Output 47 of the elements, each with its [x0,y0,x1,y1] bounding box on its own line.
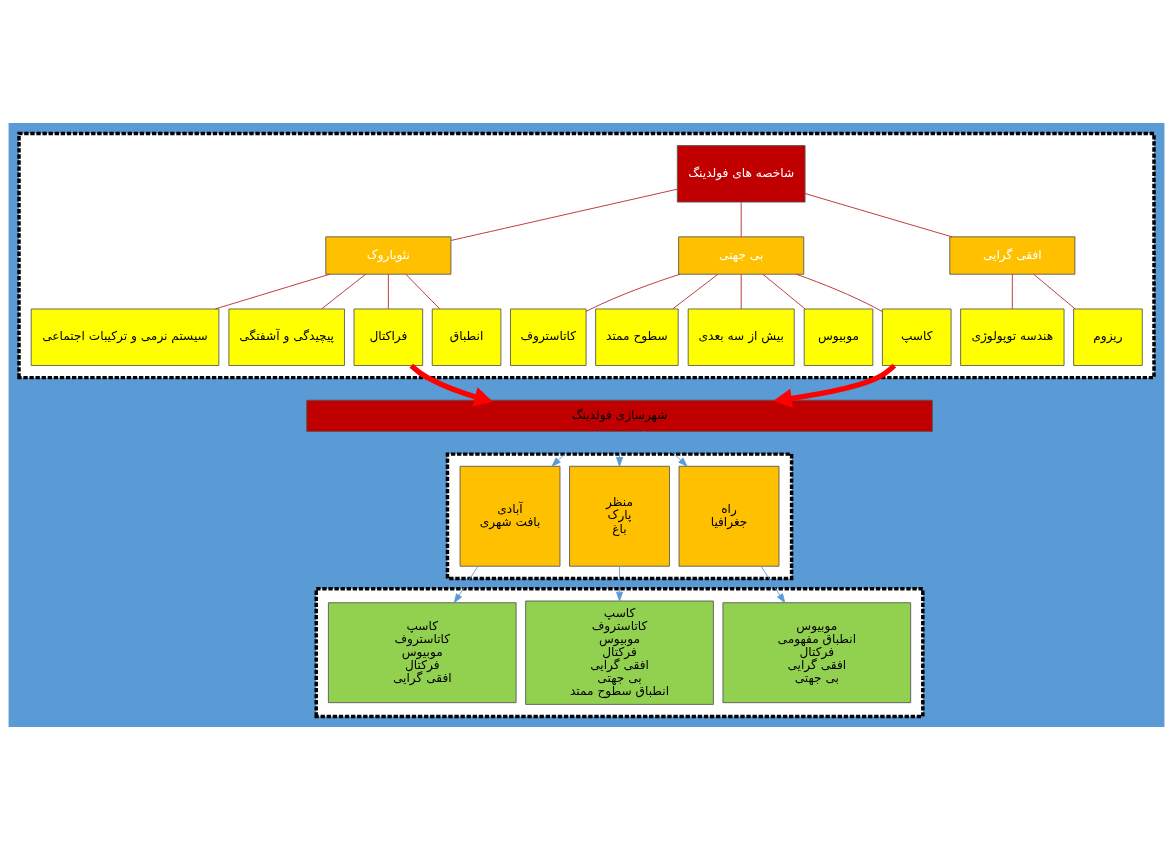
node-box: راه جغرافیا [678,465,780,567]
connector [1011,274,1013,310]
node-box: سیستم نرمی و ترکیبات اجتماعی [30,308,220,366]
connector [321,273,366,310]
node-box: بی جهتی [678,236,805,275]
connector [762,273,806,310]
node-box: آبادی بافت شهری [459,465,561,567]
connector [804,193,953,238]
node-box: کاسپ کاتاستروف موبیوس فرکتال افقی گرایی [327,602,517,704]
connector [740,274,742,310]
connector [672,273,719,310]
cluster [17,131,1156,380]
arrow [773,363,897,409]
cluster [445,452,794,581]
node-box: فراکتال [353,308,424,366]
node-box: موبیوس انطباق مفهومی فرکتال افقی گرایی بی جهتی [722,602,912,704]
node-box: انطباق [431,308,502,366]
connector [740,201,742,238]
node-box: شهرسازی فولدینگ [306,399,933,432]
node-box: بیش از سه بعدی [687,308,795,366]
node-box: شاخصه های فولدینگ [676,145,806,203]
connector [585,273,681,312]
node-box: کاسپ [882,308,952,366]
connector [387,274,389,310]
arrow [616,431,623,467]
node-box: منظر پارک باغ [569,465,670,567]
node-box: سطوح ممتد [595,308,679,366]
node-box: موبیوس [803,308,874,366]
connector [1033,273,1076,310]
node-box: پیچیدگی و آشفتگی [228,308,345,366]
cluster [314,587,925,719]
arrow [616,566,623,602]
arrow [551,431,596,467]
connector [405,274,441,310]
connector [215,273,331,310]
node-box: هندسه توپولوژی [960,308,1065,366]
node-box: کاتاستروف [510,308,587,366]
arrow [409,363,493,407]
node-box: کاسپ کاتاستروف موبیوس فرکتال افقی گرایی بی جهتی انطباق سطوح ممتد [525,600,714,705]
arrow [453,566,479,604]
node-box: افقی گرایی [949,236,1076,275]
arrow [643,431,688,467]
connector [450,188,678,241]
arrow [760,566,786,604]
node-box: ریزوم [1073,308,1143,366]
connector [796,273,883,312]
node-box: نئوباروک [325,236,452,275]
